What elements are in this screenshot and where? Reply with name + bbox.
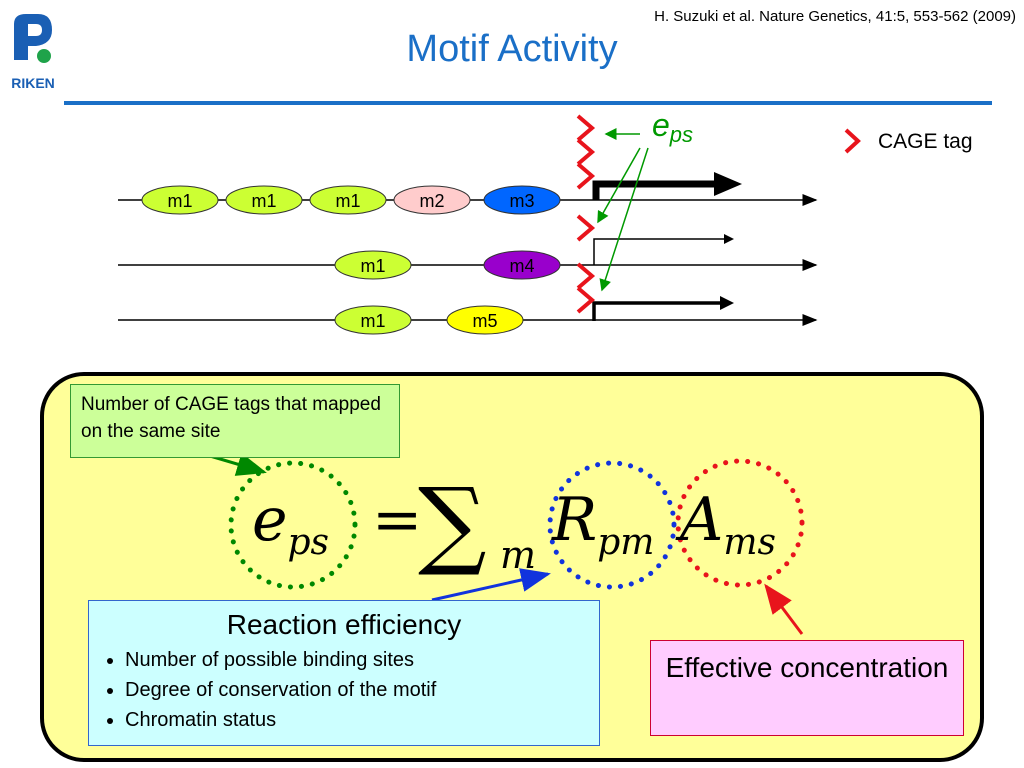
- reaction-heading: Reaction efficiency: [226, 609, 462, 640]
- tss-arrow-1: [592, 180, 718, 200]
- cage-tag-icon: [576, 286, 596, 314]
- formula-lhs-sub: ps: [288, 522, 330, 563]
- tss-arrowhead-1: [714, 172, 742, 196]
- motif-row-1: m1 m1 m1 m2 m3: [141, 185, 561, 215]
- reaction-list: Number of possible binding sites Degree …: [99, 645, 589, 735]
- cage-legend-icon: [844, 128, 861, 154]
- tss-arrow-3: [592, 301, 722, 321]
- motif-label: m1: [360, 311, 385, 331]
- tss-arrow-2: [593, 238, 726, 265]
- formula-lhs: eps: [252, 485, 329, 563]
- cage-tag-icon: [576, 262, 596, 290]
- motif-label: m3: [509, 191, 534, 211]
- motif-label: m1: [251, 191, 276, 211]
- cage-tag-icon: [576, 162, 596, 190]
- motif-label: m5: [472, 311, 497, 331]
- formula-sum: ∑: [418, 467, 487, 579]
- motif-m1: [334, 305, 412, 335]
- eps-label: eps: [652, 107, 693, 147]
- cage-legend-label: CAGE tag: [878, 130, 973, 153]
- list-item: Number of possible binding sites: [125, 645, 589, 675]
- motif-diagram: m1 m1 m1 m2 m3 m1 m4 m1 m5: [64, 101, 992, 335]
- cage-tag-icon: [576, 114, 596, 142]
- formula-sum-sub: m: [500, 533, 536, 577]
- tss-arrowhead-3: [720, 296, 734, 310]
- list-item: Chromatin status: [125, 705, 589, 735]
- tss-arrowhead-2: [724, 234, 734, 244]
- motif-row-3: m1 m5: [334, 305, 524, 335]
- riken-logo: RIKEN: [6, 8, 60, 94]
- motif-m3: [483, 185, 561, 215]
- motif-m1: [141, 185, 219, 215]
- motif-m5: [446, 305, 524, 335]
- formula-r: Rpm: [551, 485, 654, 563]
- formula-lhs-main: e: [252, 485, 288, 555]
- motif-m1: [225, 185, 303, 215]
- effective-note-pointer: [764, 583, 804, 635]
- motif-m1: [334, 250, 412, 280]
- list-item: Degree of conservation of the motif: [125, 675, 589, 705]
- eps-label-main: e: [652, 107, 670, 143]
- ams-highlight-circle: [675, 458, 805, 588]
- formula-a-sub: ms: [723, 522, 776, 563]
- motif-label: m2: [419, 191, 444, 211]
- eps-pointer-arrow: [597, 147, 641, 224]
- formula-r-main: R: [551, 485, 597, 555]
- page-title: Motif Activity: [406, 28, 618, 70]
- cage-tag-icon: [576, 214, 596, 242]
- cage-count-note: Number of CAGE tags that mapped on the s…: [70, 384, 400, 458]
- reaction-efficiency-note: Reaction efficiency Number of possible b…: [88, 600, 600, 746]
- formula-a-main: A: [675, 485, 723, 555]
- motif-m2: [393, 185, 471, 215]
- reaction-note-pointer: [431, 568, 551, 602]
- motif-row-2: m1 m4: [334, 250, 561, 280]
- effective-concentration-note: Effective concentration: [650, 640, 964, 736]
- eps-highlight-circle: [228, 460, 358, 590]
- eps-pointer-arrow: [599, 147, 649, 292]
- formula-a: Ams: [675, 485, 776, 563]
- motif-label: m1: [335, 191, 360, 211]
- rpm-highlight-circle: [547, 460, 677, 590]
- motif-label: m1: [360, 256, 385, 276]
- logo-text: RIKEN: [11, 75, 55, 91]
- formula-equals: =: [372, 485, 422, 555]
- motif-label: m4: [509, 256, 534, 276]
- motif-m4: [483, 250, 561, 280]
- motif-label: m1: [167, 191, 192, 211]
- cage-note-pointer: [209, 452, 267, 476]
- formula-r-sub: pm: [597, 522, 654, 563]
- citation: H. Suzuki et al. Nature Genetics, 41:5, …: [654, 8, 1016, 25]
- title-underline: [64, 101, 992, 105]
- eps-label-sub: ps: [669, 122, 693, 147]
- cage-tag-icon: [576, 138, 596, 166]
- motif-m1: [309, 185, 387, 215]
